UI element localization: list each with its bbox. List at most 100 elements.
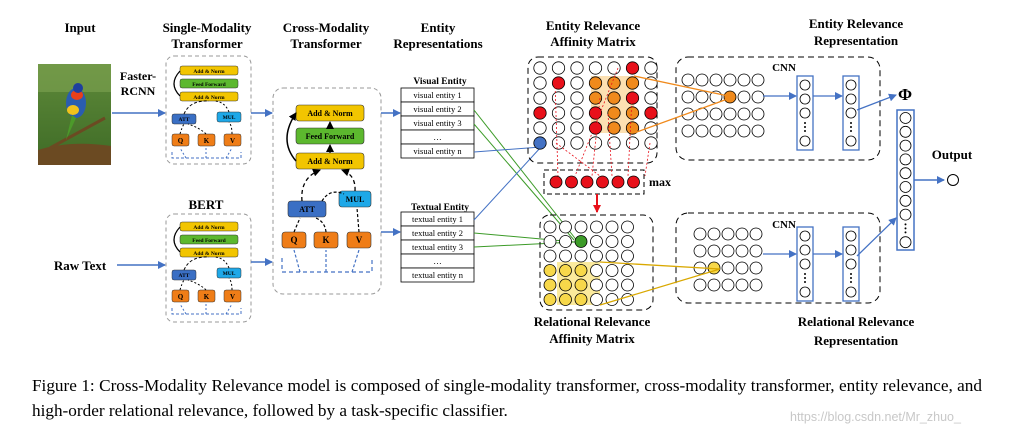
affinity-cell bbox=[570, 91, 584, 105]
phi-neuron bbox=[899, 112, 912, 124]
relational-cell bbox=[605, 264, 619, 277]
ellipsis-dot bbox=[850, 281, 852, 283]
affinity-cell bbox=[625, 121, 640, 135]
architecture-diagram: Input Single-Modality Transformer Cross-… bbox=[38, 16, 973, 348]
header-relational-repr-1: Relational Relevance bbox=[798, 314, 915, 329]
affinity-cell bbox=[644, 91, 658, 105]
cnn-neuron bbox=[845, 258, 857, 270]
cnn-label-relational: CNN bbox=[772, 219, 796, 231]
header-input: Input bbox=[64, 20, 96, 35]
relational-cell bbox=[590, 235, 603, 248]
ellipsis-dot bbox=[804, 130, 806, 132]
phi-neuron bbox=[899, 153, 912, 166]
relational-cell bbox=[559, 278, 572, 292]
ellipsis-dot bbox=[850, 130, 852, 132]
header-entity-repr-2: Representations bbox=[393, 36, 482, 51]
cnn-neuron bbox=[845, 93, 857, 105]
cnn-cell bbox=[721, 278, 735, 292]
relational-cell bbox=[605, 220, 619, 234]
cnn-cell bbox=[723, 73, 737, 87]
faster-rcnn-label-1: Faster- bbox=[120, 69, 156, 83]
header-entity-affinity-2: Affinity Matrix bbox=[550, 34, 636, 49]
affinity-cell bbox=[644, 136, 658, 150]
affinity-cell bbox=[588, 106, 603, 120]
affinity-cell bbox=[588, 121, 603, 135]
affinity-cell bbox=[607, 106, 621, 120]
v-block: V bbox=[230, 137, 235, 145]
relational-cell bbox=[605, 235, 619, 248]
v-block: V bbox=[230, 293, 235, 301]
visual-entity-label: visual entity 1 bbox=[413, 90, 461, 100]
affinity-cell bbox=[533, 76, 547, 90]
relational-cell bbox=[590, 249, 603, 263]
max-cell bbox=[565, 175, 578, 189]
affinity-cell bbox=[588, 61, 603, 75]
cnn-cell bbox=[721, 227, 735, 241]
phi-vector bbox=[899, 112, 912, 249]
cnn-cell bbox=[735, 261, 749, 275]
max-cell bbox=[580, 175, 594, 189]
relational-cell bbox=[590, 278, 603, 292]
cnn-cell bbox=[681, 90, 695, 104]
affinity-cell bbox=[607, 76, 621, 90]
affinity-cell bbox=[551, 76, 566, 90]
raw-text-label: Raw Text bbox=[54, 258, 107, 273]
affinity-cell bbox=[551, 106, 566, 120]
output-node bbox=[947, 174, 959, 186]
affinity-cell bbox=[625, 136, 640, 150]
mul-block: MUL bbox=[223, 271, 236, 277]
q-block: Q bbox=[290, 235, 297, 245]
k-block: K bbox=[322, 235, 329, 245]
affinity-cell bbox=[551, 61, 566, 75]
relational-cnn-feature-map bbox=[693, 226, 860, 302]
cnn-cell bbox=[707, 278, 721, 292]
q-block: Q bbox=[178, 293, 184, 301]
cnn-neuron bbox=[799, 244, 811, 256]
ellipsis-dot bbox=[804, 281, 806, 283]
affinity-cell bbox=[607, 136, 621, 150]
textual-entity-label: textual entity 3 bbox=[412, 242, 463, 252]
textual-entity-label: textual entity 1 bbox=[412, 214, 463, 224]
relational-cell bbox=[559, 264, 572, 277]
relational-cell bbox=[574, 249, 588, 263]
cnn-cell bbox=[681, 73, 695, 87]
ellipsis-dot bbox=[904, 223, 907, 226]
relational-cell bbox=[590, 220, 603, 234]
cnn-neuron bbox=[799, 258, 811, 270]
cnn-neuron bbox=[845, 107, 857, 119]
relational-cell bbox=[621, 220, 634, 234]
affinity-cell bbox=[644, 61, 658, 75]
relational-cell bbox=[543, 249, 557, 263]
header-entity-rel-repr-2: Representation bbox=[814, 33, 899, 48]
header-relational-affinity-2: Affinity Matrix bbox=[549, 331, 635, 346]
relational-cell bbox=[574, 293, 588, 306]
cnn-neuron bbox=[799, 135, 811, 147]
cnn-label-entity: CNN bbox=[772, 62, 796, 74]
cnn-neuron bbox=[845, 230, 857, 242]
affinity-cell bbox=[533, 91, 547, 105]
relational-cell bbox=[543, 235, 557, 248]
cnn-cell bbox=[723, 107, 737, 121]
affinity-cell bbox=[533, 106, 547, 120]
cnn-cell bbox=[707, 244, 721, 258]
relational-affinity-matrix bbox=[543, 220, 634, 306]
relational-cell bbox=[574, 220, 588, 234]
phi-neuron bbox=[899, 181, 912, 193]
header-cross-modality-2: Transformer bbox=[290, 36, 361, 51]
textual-entity-label: textual entity n bbox=[412, 270, 464, 280]
add-norm-block: Add & Norm bbox=[307, 109, 353, 118]
cnn-neuron bbox=[845, 135, 857, 147]
affinity-cell bbox=[551, 121, 566, 135]
cnn-cell bbox=[737, 107, 751, 121]
add-norm-block: Add & Norm bbox=[193, 251, 225, 257]
affinity-cell bbox=[625, 91, 640, 105]
relational-cell bbox=[605, 278, 619, 292]
header-output: Output bbox=[932, 147, 973, 162]
entity-cnn-box bbox=[675, 56, 881, 161]
relational-cell bbox=[543, 278, 557, 292]
v-block: V bbox=[356, 235, 363, 245]
cnn-cell bbox=[751, 107, 765, 121]
cnn-cell bbox=[695, 90, 709, 104]
